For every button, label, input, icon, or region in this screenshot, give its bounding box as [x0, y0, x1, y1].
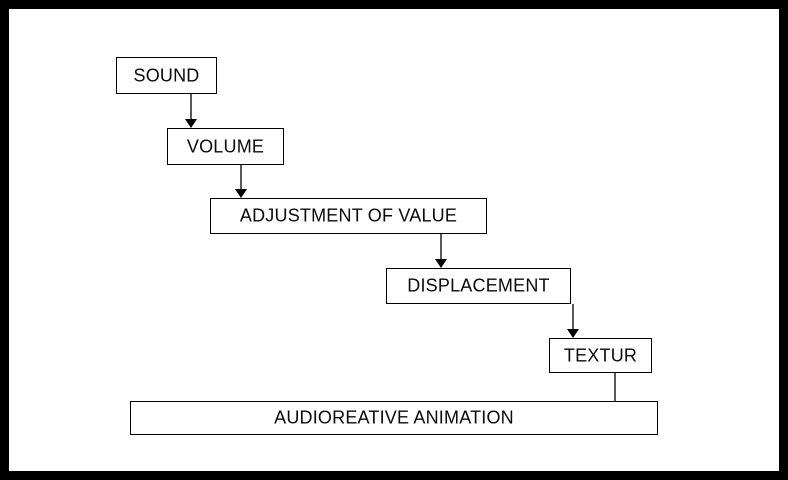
node-label: TEXTUR	[563, 345, 638, 365]
connector-displacement-to-textur	[566, 304, 579, 338]
connector-line	[440, 234, 442, 261]
diagram-canvas: SOUND VOLUME ADJUSTMENT OF VALUE DISPLAC…	[9, 9, 779, 471]
connector-volume-to-adjustment	[234, 165, 247, 198]
arrowhead-icon	[234, 189, 247, 198]
connector-sound-to-volume	[184, 94, 197, 128]
node-sound[interactable]: SOUND	[116, 57, 217, 94]
connector-line	[240, 165, 242, 191]
node-label: AUDIOREATIVE ANIMATION	[274, 407, 514, 428]
node-label: ADJUSTMENT OF VALUE	[239, 205, 458, 226]
connector-line	[190, 94, 192, 121]
connector-line	[614, 373, 616, 404]
connector-line	[572, 304, 574, 331]
node-label: VOLUME	[186, 136, 265, 156]
arrowhead-icon	[566, 329, 579, 338]
node-volume[interactable]: VOLUME	[167, 128, 284, 165]
node-label: DISPLACEMENT	[407, 275, 550, 296]
node-label: SOUND	[133, 65, 200, 85]
connector-adjustment-to-displacement	[434, 234, 447, 268]
node-adjustment-of-value[interactable]: ADJUSTMENT OF VALUE	[210, 198, 487, 234]
arrowhead-icon	[434, 259, 447, 268]
arrowhead-icon	[184, 119, 197, 128]
node-displacement[interactable]: DISPLACEMENT	[386, 268, 571, 304]
node-audioreative-animation[interactable]: AUDIOREATIVE ANIMATION	[130, 401, 658, 435]
node-textur[interactable]: TEXTUR	[549, 338, 652, 373]
